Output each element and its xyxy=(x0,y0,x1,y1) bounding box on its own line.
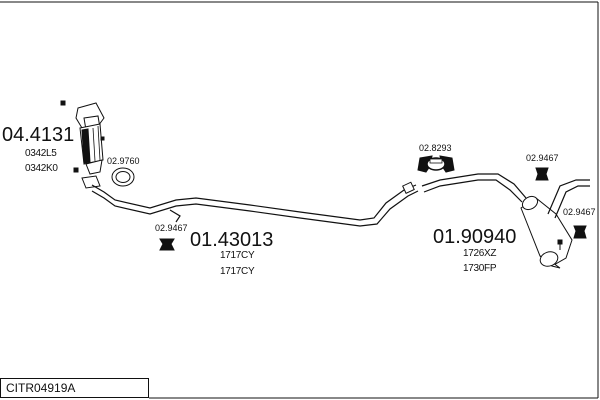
rear-silencer-subcode-1: 1726XZ xyxy=(463,248,496,259)
catalyst-drawing[interactable] xyxy=(60,100,105,189)
accessory-number-rubber-mount-3: 02.9467 xyxy=(563,207,596,217)
accessory-number-rubber-mount-2: 02.9467 xyxy=(526,153,559,163)
middle-pipe-drawing[interactable] xyxy=(91,181,419,227)
accessory-number-gasket-ring: 02.9760 xyxy=(107,156,140,166)
rubber-mount-1-drawing[interactable] xyxy=(159,238,175,251)
rubber-mount-3-drawing[interactable] xyxy=(573,225,587,239)
catalyst-subcode-2: 0342K0 xyxy=(25,163,58,174)
rubber-mount-2-drawing[interactable] xyxy=(535,167,549,181)
accessory-number-rubber-mount-1: 02.9467 xyxy=(155,223,188,233)
diagram-code-label: CITR04919A xyxy=(0,378,149,398)
middle-pipe-subcode-1: 1717CY xyxy=(220,250,255,261)
rear-silencer-drawing[interactable] xyxy=(421,173,590,269)
rear-silencer-subcode-2: 1730FP xyxy=(463,263,497,274)
catalyst-subcode-1: 0342L5 xyxy=(25,148,57,159)
part-number-middle-pipe: 01.43013 xyxy=(190,229,273,251)
gasket-ring-drawing[interactable] xyxy=(111,167,135,187)
accessory-number-clamp: 02.8293 xyxy=(419,143,452,153)
part-number-rear-silencer: 01.90940 xyxy=(433,226,516,248)
part-number-catalyst: 04.4131 xyxy=(2,124,74,146)
middle-pipe-subcode-2: 1717CY xyxy=(220,266,255,277)
clamp-drawing[interactable] xyxy=(417,155,455,173)
